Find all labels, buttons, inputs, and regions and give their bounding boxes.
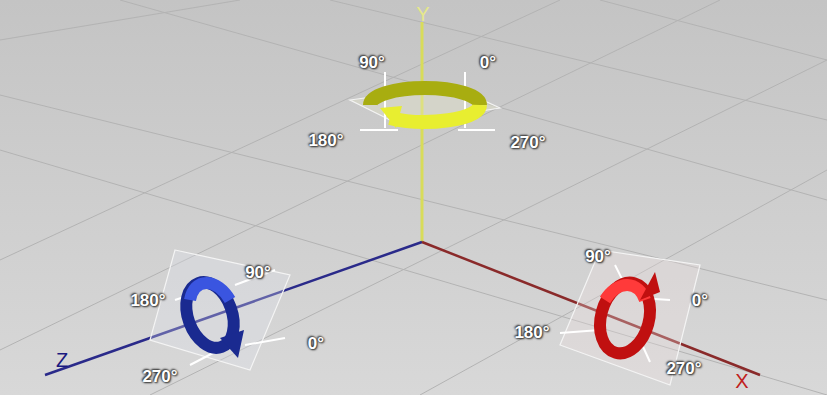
axis-label: X — [735, 371, 748, 391]
angle-label: 270° — [510, 134, 545, 151]
y-axis — [421, 22, 424, 242]
angle-label: 0° — [308, 335, 324, 352]
angle-label: 90° — [359, 54, 385, 71]
z-axis — [45, 242, 422, 375]
angle-label: 90° — [585, 248, 611, 265]
axis-label: Y — [416, 4, 429, 24]
angle-label: 90° — [245, 264, 271, 281]
axis-label: Z — [56, 350, 68, 370]
angle-label: 180° — [514, 324, 549, 341]
angle-label: 0° — [480, 54, 496, 71]
angle-label: 270° — [142, 368, 177, 385]
angle-label: 180° — [130, 292, 165, 309]
angle-label: 0° — [692, 292, 708, 309]
z-rotation-ring — [150, 250, 290, 370]
y-rotation-ring — [350, 72, 500, 130]
angle-label: 180° — [308, 132, 343, 149]
angle-label: 270° — [666, 360, 701, 377]
